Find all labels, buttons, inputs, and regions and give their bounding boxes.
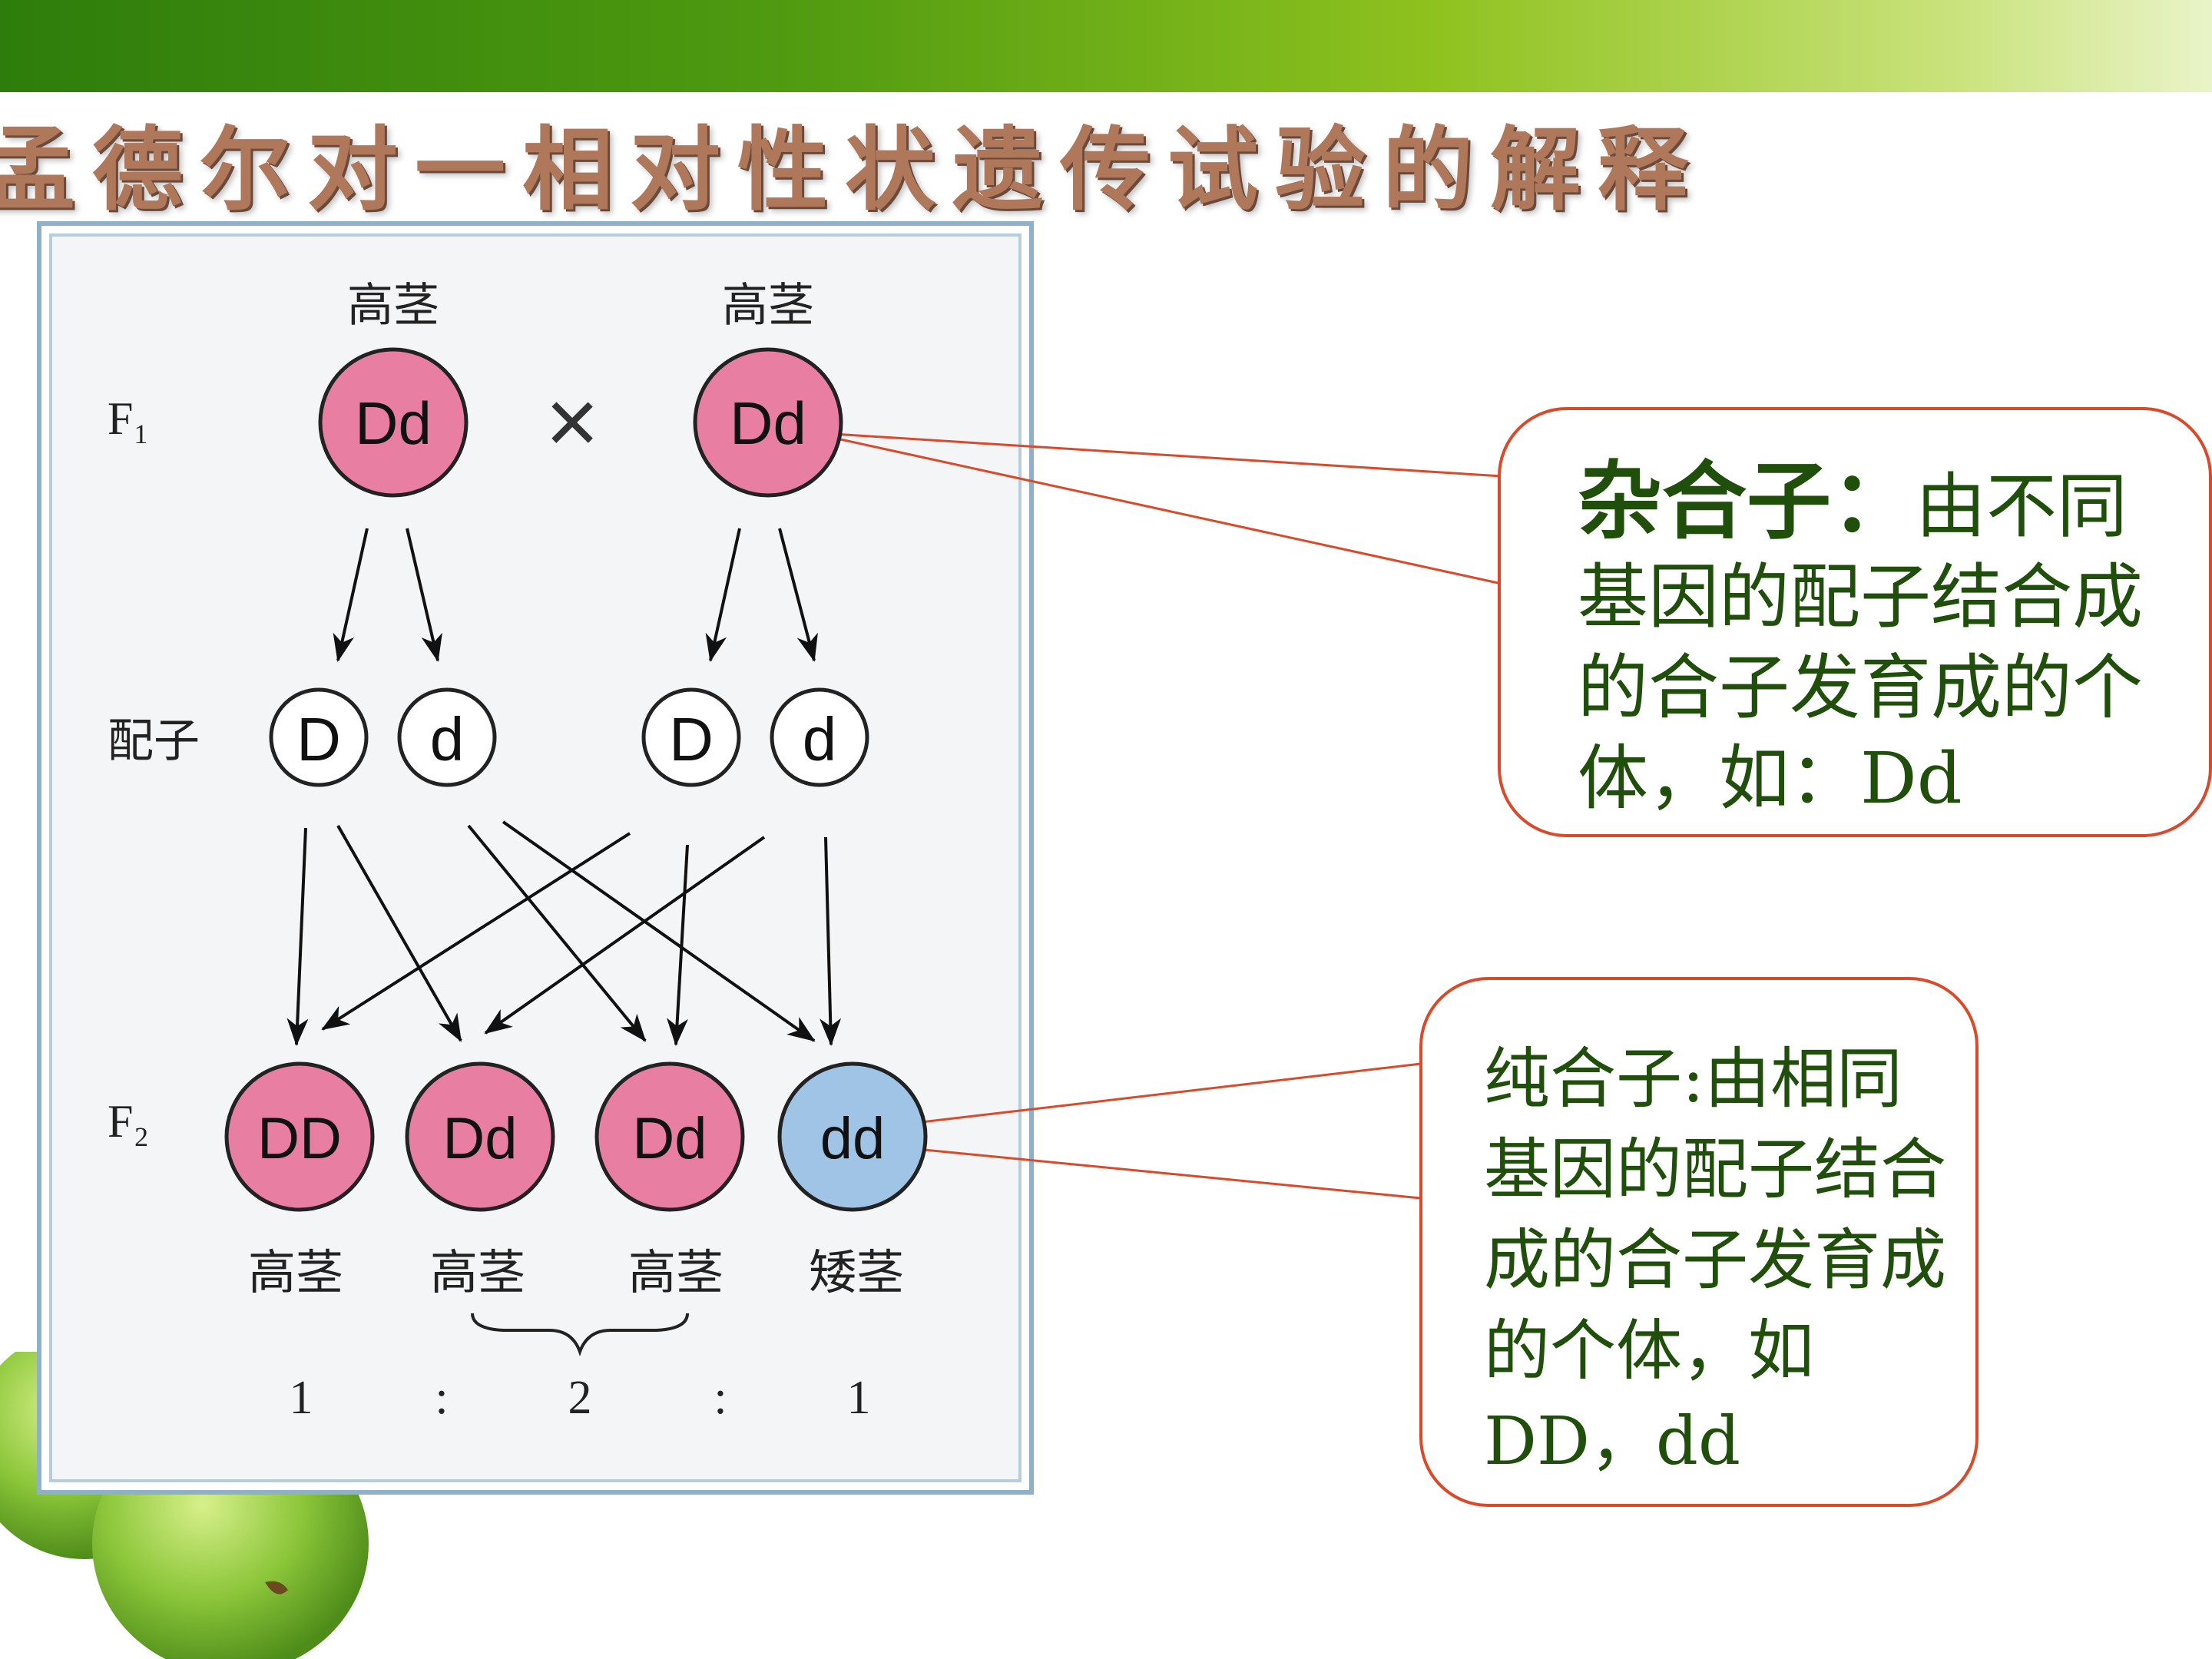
f1-label: F₁ <box>108 393 149 444</box>
arrow-d1-to-dd <box>502 820 816 1042</box>
f2-genotype-4: dd <box>820 1106 886 1171</box>
ratio-colon-1: : <box>435 1372 448 1424</box>
homozygote-callout: 纯合子:由相同基因的配子结合成的合子发育成的个体，如DD，dd <box>1419 977 1979 1507</box>
arrow-f1r-to-D <box>705 528 741 662</box>
ratio-colon-2: : <box>714 1372 727 1424</box>
ratio-brace <box>471 1313 689 1356</box>
gamete-3: D <box>669 705 714 773</box>
gamete-2: d <box>430 705 465 773</box>
f1-left-genotype: Dd <box>355 389 432 457</box>
arrow-D2-to-DD <box>321 832 631 1031</box>
f2-trait-1: 高茎 <box>248 1244 343 1300</box>
f1-right-trait: 高茎 <box>722 279 814 333</box>
homozygote-text: 纯合子:由相同基因的配子结合成的合子发育成的个体，如DD，dd <box>1484 1041 1946 1480</box>
f2-genotype-3: Dd <box>632 1106 707 1171</box>
ratio-2: 2 <box>568 1372 592 1424</box>
f2-trait-3: 高茎 <box>628 1244 724 1300</box>
f1-right-genotype: Dd <box>730 389 806 457</box>
f2-trait-2: 高茎 <box>430 1244 525 1300</box>
genetics-diagram-frame <box>37 221 1034 1495</box>
arrow-f1l-to-d <box>406 528 442 662</box>
f2-genotype-1: DD <box>257 1106 342 1171</box>
gamete-1: D <box>296 705 341 773</box>
heterozygote-text: 由不同基因的配子结合成的合子发育成的个体，如：Dd <box>1578 465 2144 820</box>
ratio-1: 1 <box>290 1372 313 1424</box>
gamete-2-circle <box>397 687 497 787</box>
f2-DD-circle <box>224 1061 375 1212</box>
heterozygote-callout: 杂合子：由不同基因的配子结合成的合子发育成的个体，如：Dd <box>1498 407 2212 837</box>
heterozygote-term: 杂合子： <box>1578 452 1916 551</box>
arrow-d2-to-dd <box>820 836 842 1046</box>
arrow-D1-to-DD <box>286 827 309 1046</box>
gamete-4-circle <box>770 687 869 787</box>
f2-genotype-2: Dd <box>442 1106 517 1171</box>
f2-trait-4: 矮茎 <box>809 1244 904 1300</box>
f1-right-parent-circle <box>693 347 843 498</box>
arrow-D2-to-Dd2 <box>666 844 689 1046</box>
f1-left-trait: 高茎 <box>347 279 439 333</box>
cross-symbol: × <box>545 370 599 473</box>
gamete-4: d <box>803 705 837 773</box>
f1-left-parent-circle <box>318 347 469 498</box>
f2-Dd2-circle <box>594 1061 745 1212</box>
f2-label: F₂ <box>108 1096 149 1147</box>
arrow-f1l-to-D <box>333 528 369 662</box>
arrow-D1-to-Dd1 <box>336 825 462 1042</box>
gamete-1-circle <box>269 687 369 787</box>
f2-Dd1-circle <box>405 1061 555 1212</box>
heterozygote-definition: 杂合子：由不同基因的配子结合成的合子发育成的个体，如：Dd <box>1578 456 2163 824</box>
arrow-f1r-to-d <box>778 528 818 662</box>
gamete-label: 配子 <box>108 714 200 768</box>
slide-title: 孟德尔对一相对性状遗传试验的解释 <box>0 116 1705 223</box>
arrow-d2-to-Dd1 <box>484 836 766 1035</box>
arrow-d1-to-Dd2 <box>467 824 647 1042</box>
top-decoration-band <box>0 0 2212 92</box>
f2-dd-circle <box>777 1061 928 1212</box>
gamete-3-circle <box>641 687 741 787</box>
ratio-3: 1 <box>847 1372 871 1424</box>
